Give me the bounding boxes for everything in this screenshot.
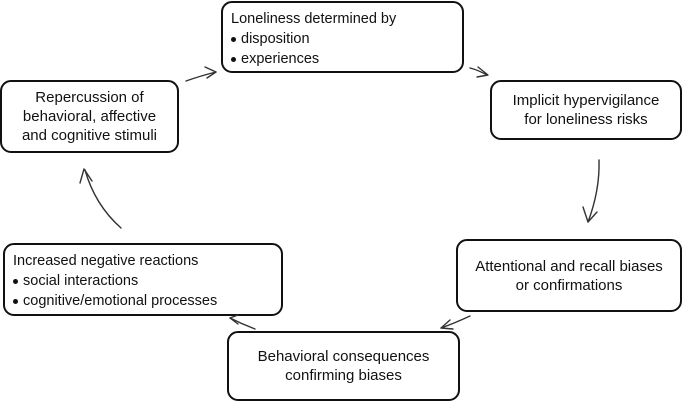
node-loneliness: Loneliness determined by disposition exp…: [221, 1, 464, 73]
node-hypervigilance: Implicit hypervigilance for loneliness r…: [490, 80, 682, 140]
node-behavioral: Behavioral consequences confirming biase…: [227, 331, 460, 401]
node-negative-reactions: Increased negative reactions social inte…: [3, 243, 283, 316]
node-attentional: Attentional and recall biases or confirm…: [456, 239, 682, 312]
node-attentional-line2: or confirmations: [515, 276, 623, 294]
arrow-negative-to-repercussion: [79, 168, 122, 229]
node-repercussion-line2: behavioral, affective: [22, 108, 157, 125]
bullet-icon: [13, 298, 18, 304]
bullet-icon: [231, 36, 236, 42]
node-repercussion: Repercussion of behavioral, affective an…: [0, 80, 179, 153]
node-repercussion-line3: and cognitive stimuli: [21, 127, 158, 144]
arrow-behavioral-to-negative: [229, 314, 256, 330]
node-attentional-line1: Attentional and recall biases: [475, 257, 663, 275]
node-loneliness-title: Loneliness determined by: [231, 11, 397, 27]
bullet-item: social interactions: [13, 271, 281, 291]
arrow-loneliness-to-hypervigilance: [469, 66, 489, 78]
node-behavioral-line2: confirming biases: [285, 367, 402, 384]
bullet-item: cognitive/emotional processes: [13, 291, 281, 311]
bullet-text: social interactions: [23, 273, 139, 289]
node-negative-title: Increased negative reactions: [13, 253, 199, 269]
bullet-icon: [13, 278, 18, 284]
node-hypervigilance-line2: for loneliness risks: [524, 111, 648, 128]
arrow-repercussion-to-loneliness: [185, 66, 217, 82]
bullet-text: disposition: [241, 31, 310, 47]
node-repercussion-line1: Repercussion of: [35, 89, 144, 106]
bullet-icon: [231, 56, 236, 62]
bullet-item: experiences: [231, 49, 462, 69]
bullet-text: experiences: [241, 51, 320, 67]
arrow-hypervigilance-to-attentional: [582, 159, 600, 223]
node-behavioral-line1: Behavioral consequences: [257, 348, 430, 365]
bullet-text: cognitive/emotional processes: [23, 293, 218, 309]
arrow-attentional-to-behavioral: [440, 315, 471, 330]
bullet-item: disposition: [231, 29, 462, 49]
node-hypervigilance-line1: Implicit hypervigilance: [512, 92, 660, 109]
